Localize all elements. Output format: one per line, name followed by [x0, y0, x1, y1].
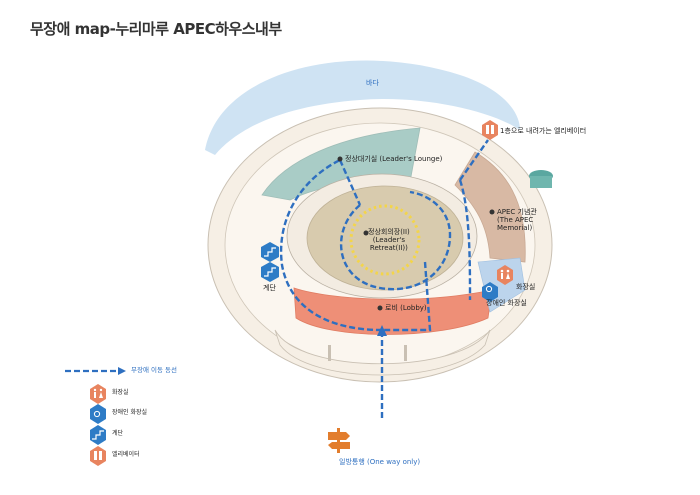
sea-area	[205, 60, 520, 155]
legend-stairs-label: 계단	[112, 430, 124, 437]
legend-restroom-icon	[90, 384, 106, 404]
side-pavilion	[529, 170, 553, 188]
accessible-route	[279, 139, 489, 418]
lobby-room	[293, 287, 493, 335]
accessible-restroom-icon-map	[482, 282, 498, 302]
accessible-restroom-label: 장애인 화장실	[486, 299, 527, 307]
retreat-line-3: Retreat(II))	[369, 244, 408, 253]
retreat-line-2: (Leader's	[372, 236, 406, 245]
legend-accessible-icon	[90, 404, 106, 424]
legend-restroom-label: 화장실	[112, 389, 129, 396]
leaders-retreat-label: 정상회의장(II) (Leader's Retreat(II))	[368, 228, 410, 252]
legend	[65, 367, 126, 466]
memorial-line-1: APEC 기념관	[497, 208, 537, 216]
sea-label: 바다	[366, 79, 379, 87]
memorial-line-2: (The APEC	[497, 216, 534, 225]
memorial-line-3: Memorial)	[497, 224, 533, 233]
retreat-line-1: 정상회의장(II)	[368, 228, 410, 236]
restroom-label: 화장실	[516, 283, 536, 291]
apec-memorial-room	[454, 151, 526, 263]
legend-accessible-label: 장애인 화장실	[112, 409, 148, 416]
one-way-label: 일방통행 (One way only)	[339, 458, 421, 466]
restroom-icon-map	[497, 265, 513, 285]
stairs-label: 계단	[263, 284, 276, 292]
elevator-label: 1층으로 내려가는 엘리베이터	[500, 127, 587, 135]
leaders-lounge-label: 정상대기실 (Leader's Lounge)	[345, 155, 443, 163]
legend-route-label: 무장애 이동 동선	[131, 366, 177, 374]
one-way-sign-icon	[328, 428, 350, 453]
apec-memorial-label: APEC 기념관 (The APEC Memorial)	[497, 208, 537, 232]
elevator-icon-map	[482, 120, 498, 140]
stairs-icon-map	[261, 242, 279, 282]
lobby-label: 로비 (Lobby)	[385, 304, 427, 312]
retreat-dotted-ring	[349, 204, 421, 276]
page-title: 무장애 map-누리마루 APEC하우스내부	[30, 20, 282, 38]
legend-elevator-icon	[90, 446, 106, 466]
legend-elevator-label: 엘리베이터	[112, 451, 140, 458]
